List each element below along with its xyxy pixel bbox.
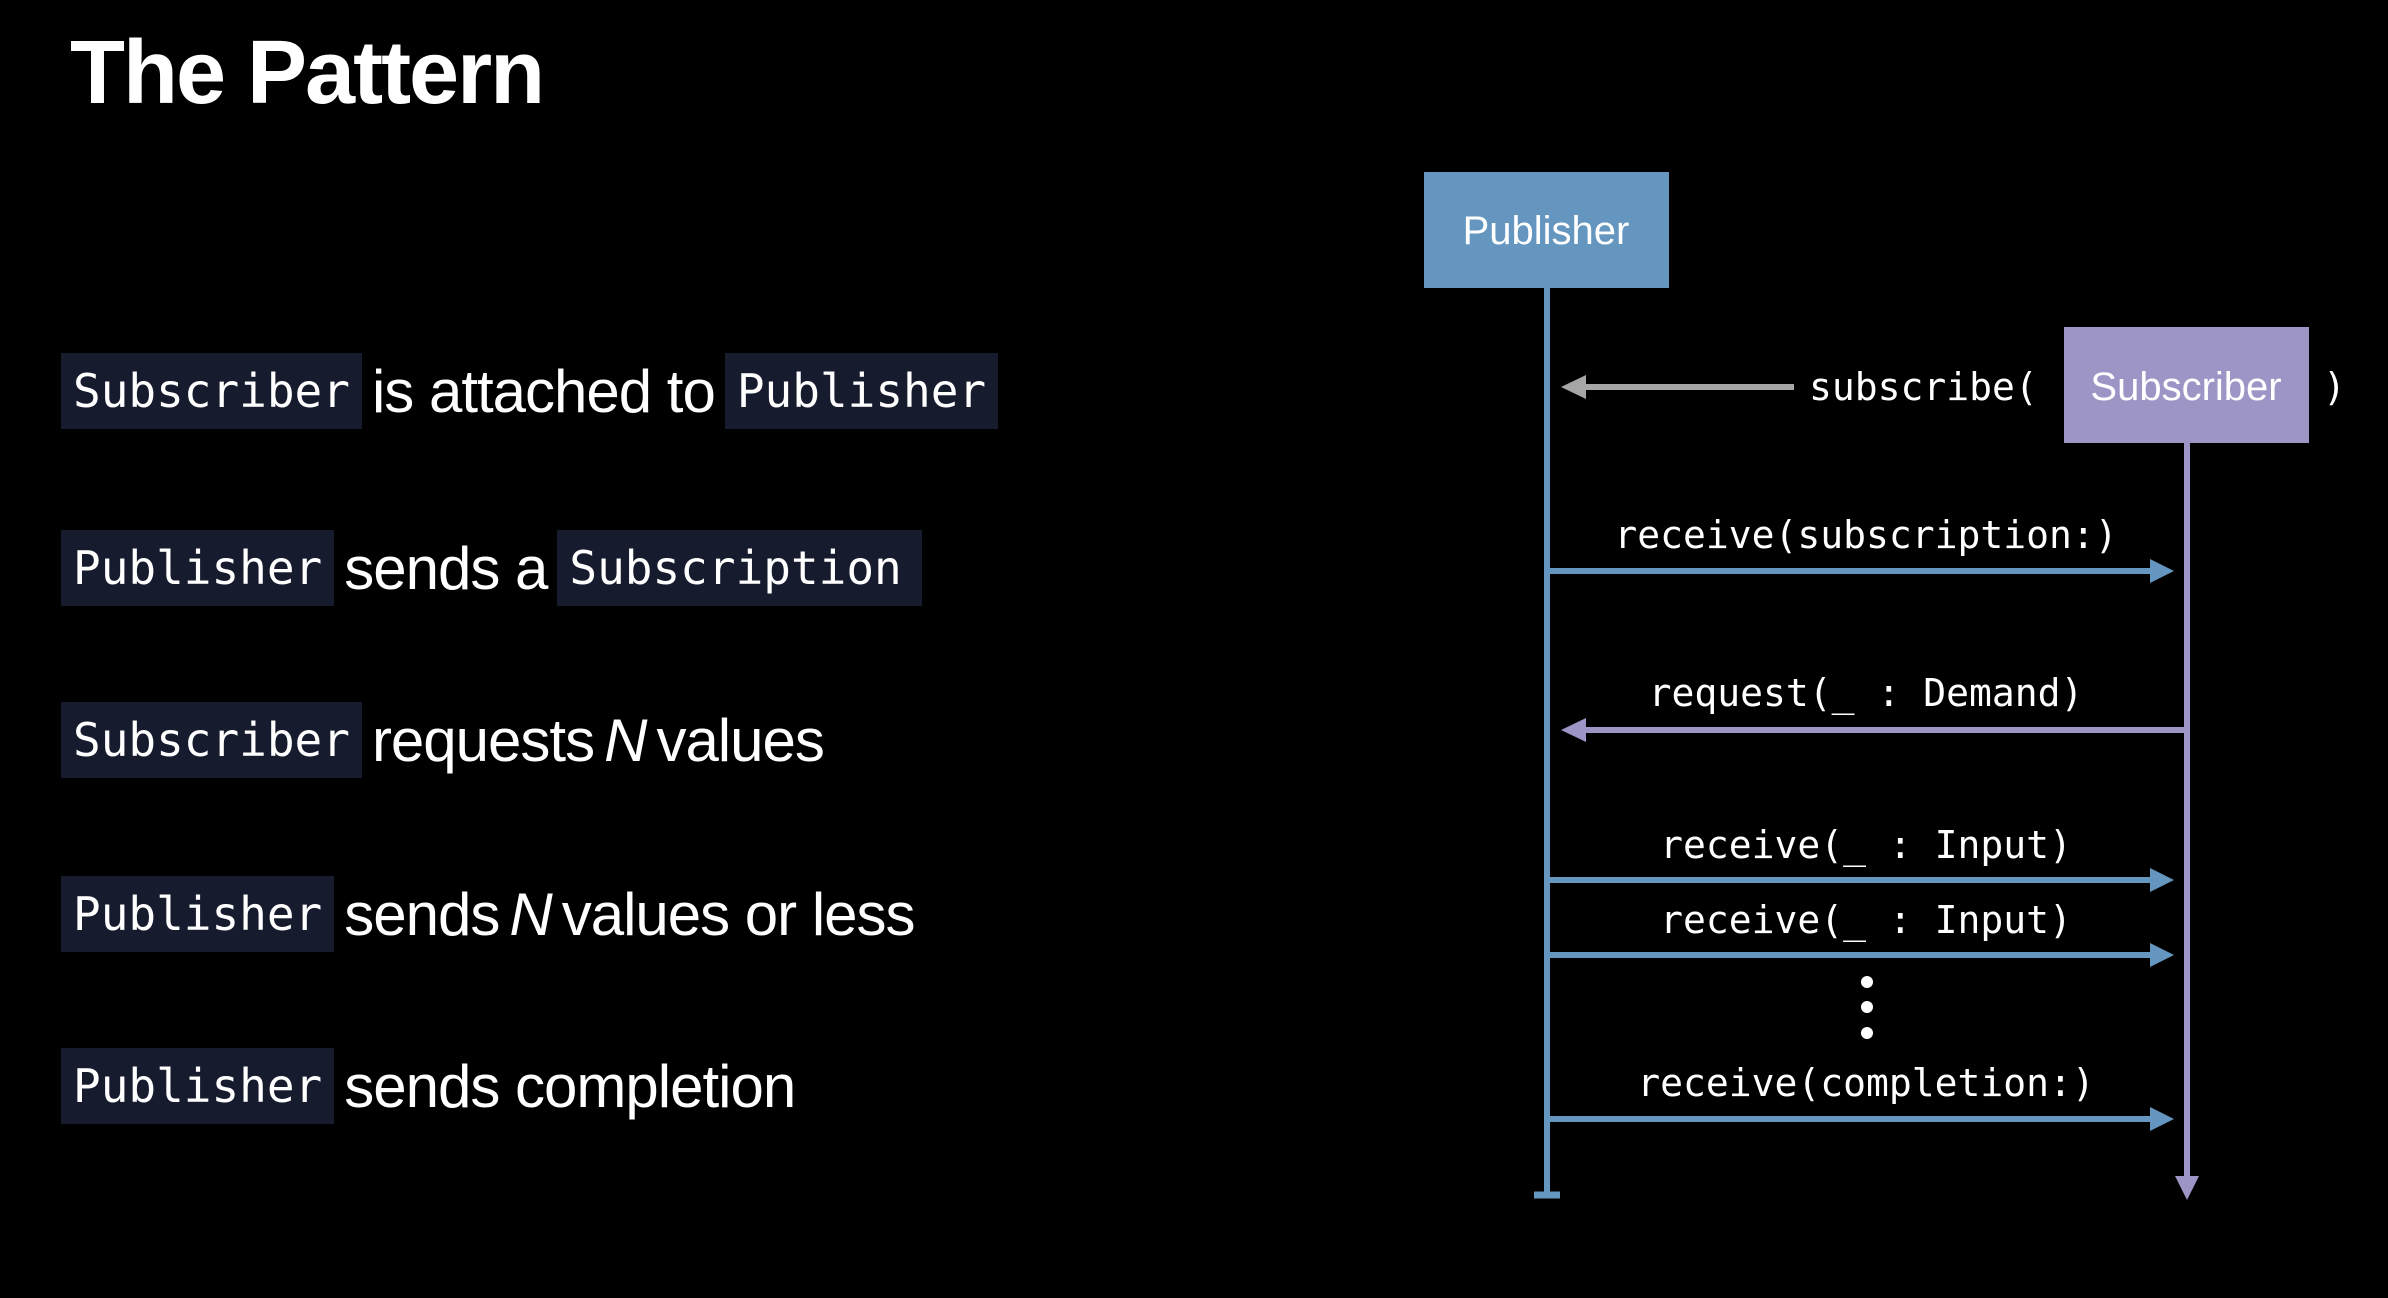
subscriber-lifeline-arrowhead	[2175, 1176, 2199, 1200]
page-title: The Pattern	[70, 23, 545, 123]
message-label: receive(_ : Input)	[1660, 823, 2072, 868]
message-label: receive(subscription:)	[1614, 513, 2117, 557]
code-publisher: Publisher	[61, 876, 335, 952]
arrowhead	[2150, 943, 2174, 967]
message-label: receive(_ : Input)	[1660, 898, 2072, 943]
ellipsis-dot	[1861, 1027, 1873, 1039]
step-text: sends a	[344, 534, 548, 602]
step-text: values or less	[561, 880, 916, 948]
step-text: sends	[344, 880, 500, 948]
arrowhead	[2150, 868, 2174, 892]
code-subscription: Subscription	[557, 530, 922, 606]
arrowhead	[2150, 1107, 2174, 1131]
step-2: Publisher sends a Subscription	[61, 530, 932, 606]
code-publisher: Publisher	[61, 530, 335, 606]
emph-n: N	[509, 880, 552, 948]
code-subscriber: Subscriber	[61, 702, 362, 778]
step-3: Subscriber requests N values	[61, 702, 834, 778]
code-publisher: Publisher	[61, 1048, 335, 1124]
arrowhead	[1561, 718, 1586, 742]
publisher-box	[1424, 172, 1669, 288]
emph-n: N	[604, 706, 647, 774]
ellipsis-dot	[1861, 1001, 1873, 1013]
subscriber-box	[2064, 327, 2309, 443]
step-text: sends completion	[344, 1052, 796, 1120]
step-text: requests	[371, 706, 595, 774]
step-4: Publisher sends N values or less	[61, 876, 925, 952]
step-text: is attached to	[371, 357, 716, 425]
ellipsis-dot	[1861, 976, 1873, 988]
code-publisher: Publisher	[724, 353, 999, 429]
step-text: values	[656, 706, 824, 774]
message-label: request(_ : Demand)	[1649, 671, 2084, 716]
step-1: Subscriber is attached to Publisher	[61, 353, 1008, 429]
publisher-label: Publisher	[1463, 209, 1630, 253]
subscribe-arrowhead	[1561, 375, 1586, 399]
step-5: Publisher sends completion	[61, 1048, 805, 1124]
message-label: receive(completion:)	[1637, 1061, 2095, 1105]
arrowhead	[2150, 559, 2174, 583]
subscribe-close: )	[2323, 365, 2346, 409]
code-subscriber: Subscriber	[61, 353, 362, 429]
subscriber-label: Subscriber	[2090, 365, 2281, 409]
subscribe-label: subscribe(	[1809, 365, 2038, 409]
